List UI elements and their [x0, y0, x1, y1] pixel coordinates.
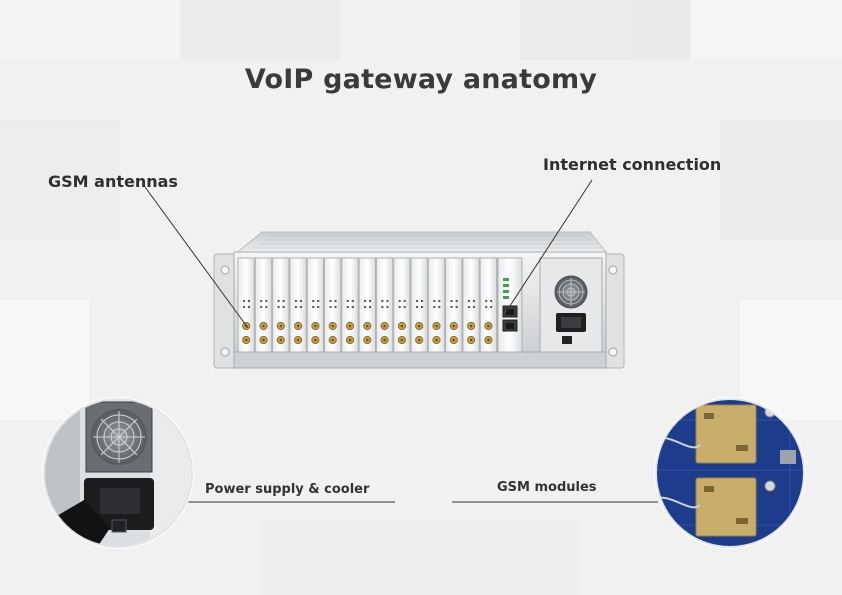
- sim-card-slot: [393, 257, 411, 353]
- gsm-antennas-label: GSM antennas: [48, 172, 178, 191]
- sim-card-slot: [341, 257, 359, 353]
- callout-lines: [144, 179, 658, 503]
- power-supply-label: Power supply & cooler: [205, 482, 370, 497]
- sim-card-slot: [375, 257, 394, 353]
- sim-card-slot: [479, 257, 498, 353]
- gsm-modules-closeup: [654, 397, 806, 549]
- status-leds: [503, 278, 509, 299]
- sim-card-slot: [289, 257, 307, 353]
- voip-gateway-device: [213, 231, 625, 369]
- page-title: VoIP gateway anatomy: [244, 64, 598, 95]
- sim-card-slot: [358, 257, 377, 353]
- internet-connection-label: Internet connection: [543, 155, 722, 174]
- sim-card-slot: [306, 257, 325, 353]
- sim-card-slot: [445, 257, 463, 353]
- sim-card-slot: [254, 257, 273, 353]
- gsm-modules-label: GSM modules: [497, 480, 597, 495]
- sim-card-slot: [324, 257, 342, 353]
- sim-card-slot: [237, 257, 255, 353]
- sim-card-slot: [462, 257, 480, 353]
- sim-card-slot: [272, 257, 290, 353]
- sim-card-slot: [427, 257, 446, 353]
- sim-card-slot: [410, 257, 428, 353]
